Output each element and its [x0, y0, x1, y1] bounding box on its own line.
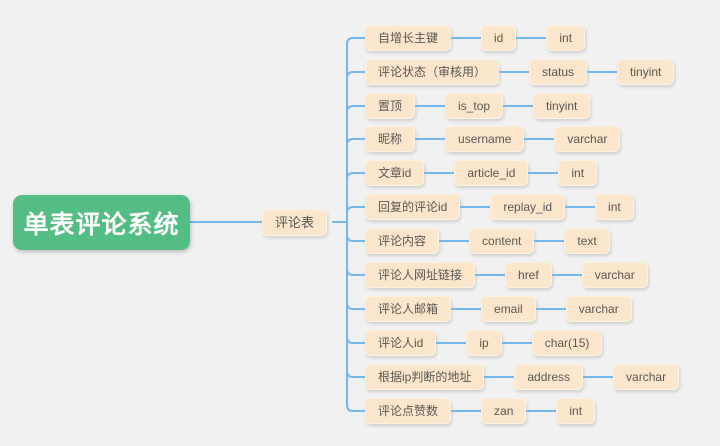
field-label-node[interactable]: 回复的评论id	[365, 194, 461, 220]
field-row: 评论人网址链接 href varchar	[365, 262, 648, 288]
edge-branch	[346, 222, 365, 242]
connector-line	[587, 71, 618, 73]
field-label-node[interactable]: 评论点赞数	[365, 398, 452, 424]
field-type-node[interactable]: varchar	[565, 296, 632, 322]
field-label-node[interactable]: 自增长主键	[365, 25, 452, 51]
field-name-node[interactable]: address	[514, 364, 584, 390]
connector-line	[475, 274, 506, 276]
field-name-node[interactable]: article_id	[454, 160, 529, 186]
field-type-node[interactable]: tinyint	[617, 59, 675, 85]
connector-line	[439, 240, 470, 242]
field-label-node[interactable]: 评论人网址链接	[365, 262, 476, 288]
connector-line	[528, 172, 559, 174]
edge-branch	[346, 172, 365, 222]
connector-line	[415, 105, 446, 107]
edge-branch	[346, 71, 365, 222]
field-type-node[interactable]: varchar	[581, 262, 648, 288]
field-name-node[interactable]: email	[481, 296, 536, 322]
connector-line	[451, 308, 482, 310]
field-name-node[interactable]: replay_id	[490, 194, 566, 220]
connector-line	[503, 105, 534, 107]
edge-branch	[346, 222, 365, 310]
field-row: 自增长主键 id int	[365, 25, 586, 51]
connector-line	[484, 376, 515, 378]
field-name-node[interactable]: id	[481, 25, 517, 51]
connector-line	[501, 342, 532, 344]
field-label-node[interactable]: 评论人id	[365, 330, 437, 356]
field-label-node[interactable]: 置顶	[365, 93, 416, 119]
field-label-node[interactable]: 昵称	[365, 126, 416, 152]
connector-line	[460, 206, 491, 208]
field-row: 评论状态（审核用） status tinyint	[365, 59, 675, 85]
edge-branch	[346, 138, 365, 222]
connector-line	[535, 308, 566, 310]
connector-line	[499, 71, 530, 73]
field-name-node[interactable]: href	[505, 262, 552, 288]
field-row: 评论点赞数 zan int	[365, 398, 596, 424]
field-name-node[interactable]: username	[445, 126, 525, 152]
field-name-node[interactable]: is_top	[445, 93, 504, 119]
connector-line	[524, 138, 555, 140]
field-label-node[interactable]: 评论内容	[365, 228, 440, 254]
field-row: 置顶 is_top tinyint	[365, 93, 591, 119]
field-type-node[interactable]: text	[564, 228, 610, 254]
field-label-node[interactable]: 根据ip判断的地址	[365, 364, 485, 390]
field-type-node[interactable]: int	[558, 160, 598, 186]
table-node[interactable]: 评论表	[262, 209, 328, 236]
field-row: 评论人id ip char(15)	[365, 330, 603, 356]
edge-branch	[346, 37, 365, 222]
connector-line	[415, 138, 446, 140]
connector-line	[534, 240, 565, 242]
connector-line	[551, 274, 582, 276]
field-row: 昵称 username varchar	[365, 126, 621, 152]
field-label-node[interactable]: 评论人邮箱	[365, 296, 452, 322]
connector-line	[526, 410, 557, 412]
field-row: 评论内容 content text	[365, 228, 610, 254]
connector-line	[565, 206, 596, 208]
field-name-node[interactable]: content	[469, 228, 535, 254]
connector-line	[436, 342, 467, 344]
connector-line	[516, 37, 547, 39]
field-name-node[interactable]: zan	[481, 398, 527, 424]
field-type-node[interactable]: int	[595, 194, 634, 220]
field-type-node[interactable]: varchar	[613, 364, 680, 390]
edge-branch	[346, 105, 365, 222]
field-row: 评论人邮箱 email varchar	[365, 296, 632, 322]
field-row: 根据ip判断的地址 address varchar	[365, 364, 680, 390]
field-row: 回复的评论id replay_id int	[365, 194, 634, 220]
connector-line	[451, 410, 482, 412]
root-node[interactable]: 单表评论系统	[13, 195, 190, 250]
field-type-node[interactable]: int	[546, 25, 586, 51]
edge-branch	[346, 206, 365, 222]
field-type-node[interactable]: tinyint	[533, 93, 591, 119]
connector-line	[451, 37, 482, 39]
field-name-node[interactable]: ip	[466, 330, 502, 356]
edge-branch	[346, 222, 365, 378]
field-type-node[interactable]: int	[556, 398, 596, 424]
field-label-node[interactable]: 评论状态（审核用）	[365, 59, 500, 85]
field-row: 文章id article_id int	[365, 160, 598, 186]
connector-line	[583, 376, 614, 378]
edge-branch	[346, 222, 365, 276]
field-type-node[interactable]: varchar	[554, 126, 621, 152]
field-type-node[interactable]: char(15)	[531, 330, 603, 356]
connector-line	[424, 172, 455, 174]
field-label-node[interactable]: 文章id	[365, 160, 425, 186]
field-name-node[interactable]: status	[529, 59, 588, 85]
edge-branch	[346, 222, 365, 412]
